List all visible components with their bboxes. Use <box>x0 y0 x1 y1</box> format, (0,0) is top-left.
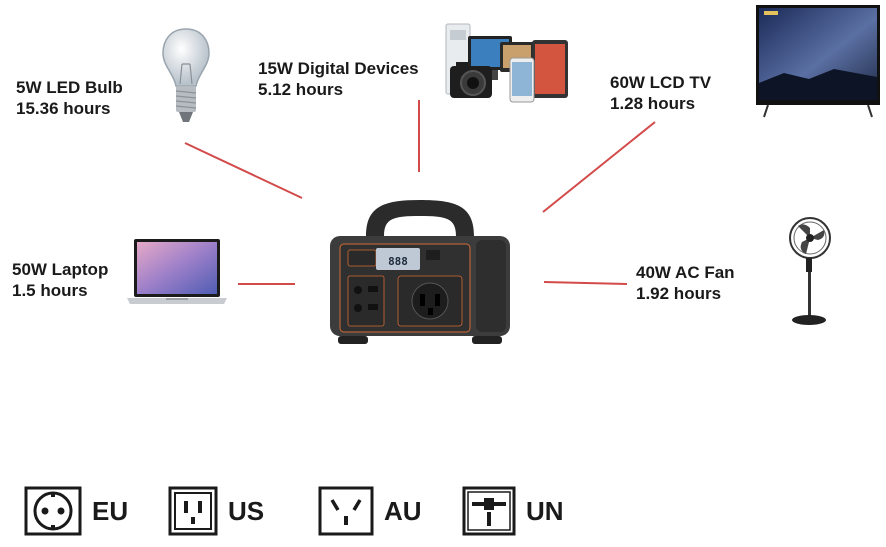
power-station-icon: 888 <box>330 200 510 344</box>
socket-us-label: US <box>228 495 265 526</box>
au-socket-icon <box>318 486 374 536</box>
socket-un-label: UN <box>526 495 564 526</box>
digital-name: 15W Digital Devices <box>258 59 419 78</box>
tv-icon <box>756 5 880 118</box>
fan-icon <box>789 217 831 325</box>
laptop-name: 50W Laptop <box>12 260 109 279</box>
socket-au: AU <box>318 486 422 536</box>
laptop-runtime: 1.5 hours <box>12 281 88 300</box>
socket-eu-label: EU <box>92 495 129 526</box>
connector-tv <box>542 121 656 213</box>
bulb-name: 5W LED Bulb <box>16 78 123 97</box>
us-socket-icon <box>168 486 218 536</box>
tv-runtime: 1.28 hours <box>610 94 696 113</box>
digital-runtime: 5.12 hours <box>258 80 344 99</box>
un-socket-icon <box>462 486 516 536</box>
label-bulb: 5W LED Bulb 15.36 hours <box>16 77 123 119</box>
eu-socket-icon <box>24 486 82 536</box>
label-laptop: 50W Laptop 1.5 hours <box>12 259 108 301</box>
connector-bulb <box>184 142 303 199</box>
laptop-icon <box>127 239 227 304</box>
socket-un: UN <box>462 486 564 536</box>
label-digital: 15W Digital Devices 5.12 hours <box>258 58 419 100</box>
label-tv: 60W LCD TV 1.28 hours <box>610 72 711 114</box>
fan-runtime: 1.92 hours <box>636 284 722 303</box>
light-bulb-icon <box>162 28 210 122</box>
connector-fan <box>543 281 628 285</box>
bulb-runtime: 15.36 hours <box>16 99 111 118</box>
socket-eu: EU <box>24 486 128 536</box>
tv-name: 60W LCD TV <box>610 73 712 92</box>
socket-us: US <box>168 486 264 536</box>
station-display: 888 <box>388 255 408 268</box>
socket-au-label: AU <box>384 495 422 526</box>
label-fan: 40W AC Fan 1.92 hours <box>636 262 735 304</box>
digital-devices-icon <box>445 23 568 103</box>
fan-name: 40W AC Fan <box>636 263 735 282</box>
